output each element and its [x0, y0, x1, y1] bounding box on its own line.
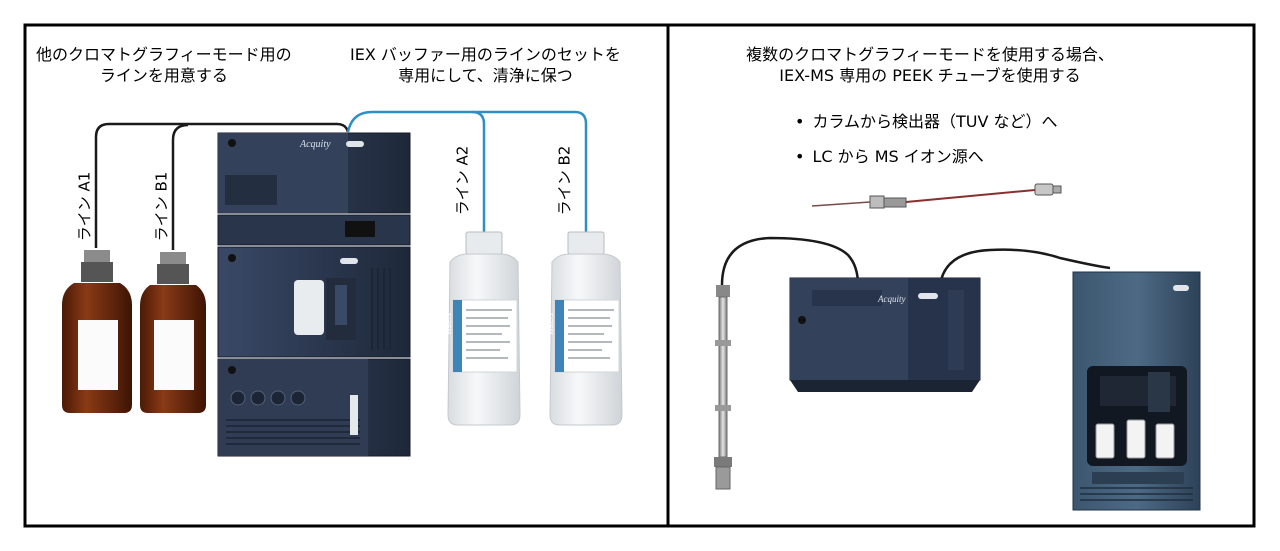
peek-tubing [811, 183, 1062, 209]
amber-bottle-a1 [62, 250, 132, 413]
column-to-ms-tubing [720, 236, 1111, 286]
buffer-bottle-a2 [447, 231, 521, 426]
note-dedicated-other-modes: 他のクロマトグラフィーモード用の ラインを用意する [36, 44, 292, 86]
mass-spectrometer [1072, 271, 1201, 511]
bottle-label-brand-a2: Waters [446, 313, 453, 335]
note-dedicated-iex-lines: IEX バッファー用のラインのセットを 専用にして、清浄に保つ [350, 44, 621, 86]
tuv-detector [789, 277, 981, 392]
note-right-line-2: 専用にして、清浄に保つ [398, 66, 573, 85]
line-label-a2: ライン A2 [453, 145, 472, 216]
right-title-line-1: 複数のクロマトグラフィーモードを使用する場合、 [746, 45, 1114, 64]
line-label-a1: ライン A1 [75, 171, 94, 242]
bottle-label-brand-b2: Waters [548, 313, 555, 335]
amber-bottle-b1 [140, 252, 206, 413]
bullet-column-to-detector: カラムから検出器（TUV など）へ [795, 108, 1057, 132]
note-right-line-1: IEX バッファー用のラインのセットを [350, 45, 621, 64]
right-title-line-2: IEX-MS 専用の PEEK チューブを使用する [779, 66, 1081, 85]
lc-column [714, 285, 732, 490]
right-panel-title: 複数のクロマトグラフィーモードを使用する場合、 IEX-MS 専用の PEEK … [742, 44, 1118, 86]
detector-brand-logo: Acquity [878, 294, 906, 304]
buffer-bottle-b2 [549, 231, 623, 426]
lc-system-stack [217, 132, 411, 457]
bullet-lc-to-ms-source: LC から MS イオン源へ [795, 143, 983, 167]
panel-borders [23, 23, 1256, 528]
line-label-b1: ライン B1 [152, 171, 171, 242]
lc-brand-logo: Acquity [300, 139, 331, 150]
blue-tubing-lines [346, 110, 588, 232]
note-left-line-1: 他のクロマトグラフィーモード用の [36, 45, 292, 64]
line-label-b2: ライン B2 [555, 145, 574, 216]
note-left-line-2: ラインを用意する [99, 66, 228, 85]
dark-tubing-lines [94, 122, 350, 250]
